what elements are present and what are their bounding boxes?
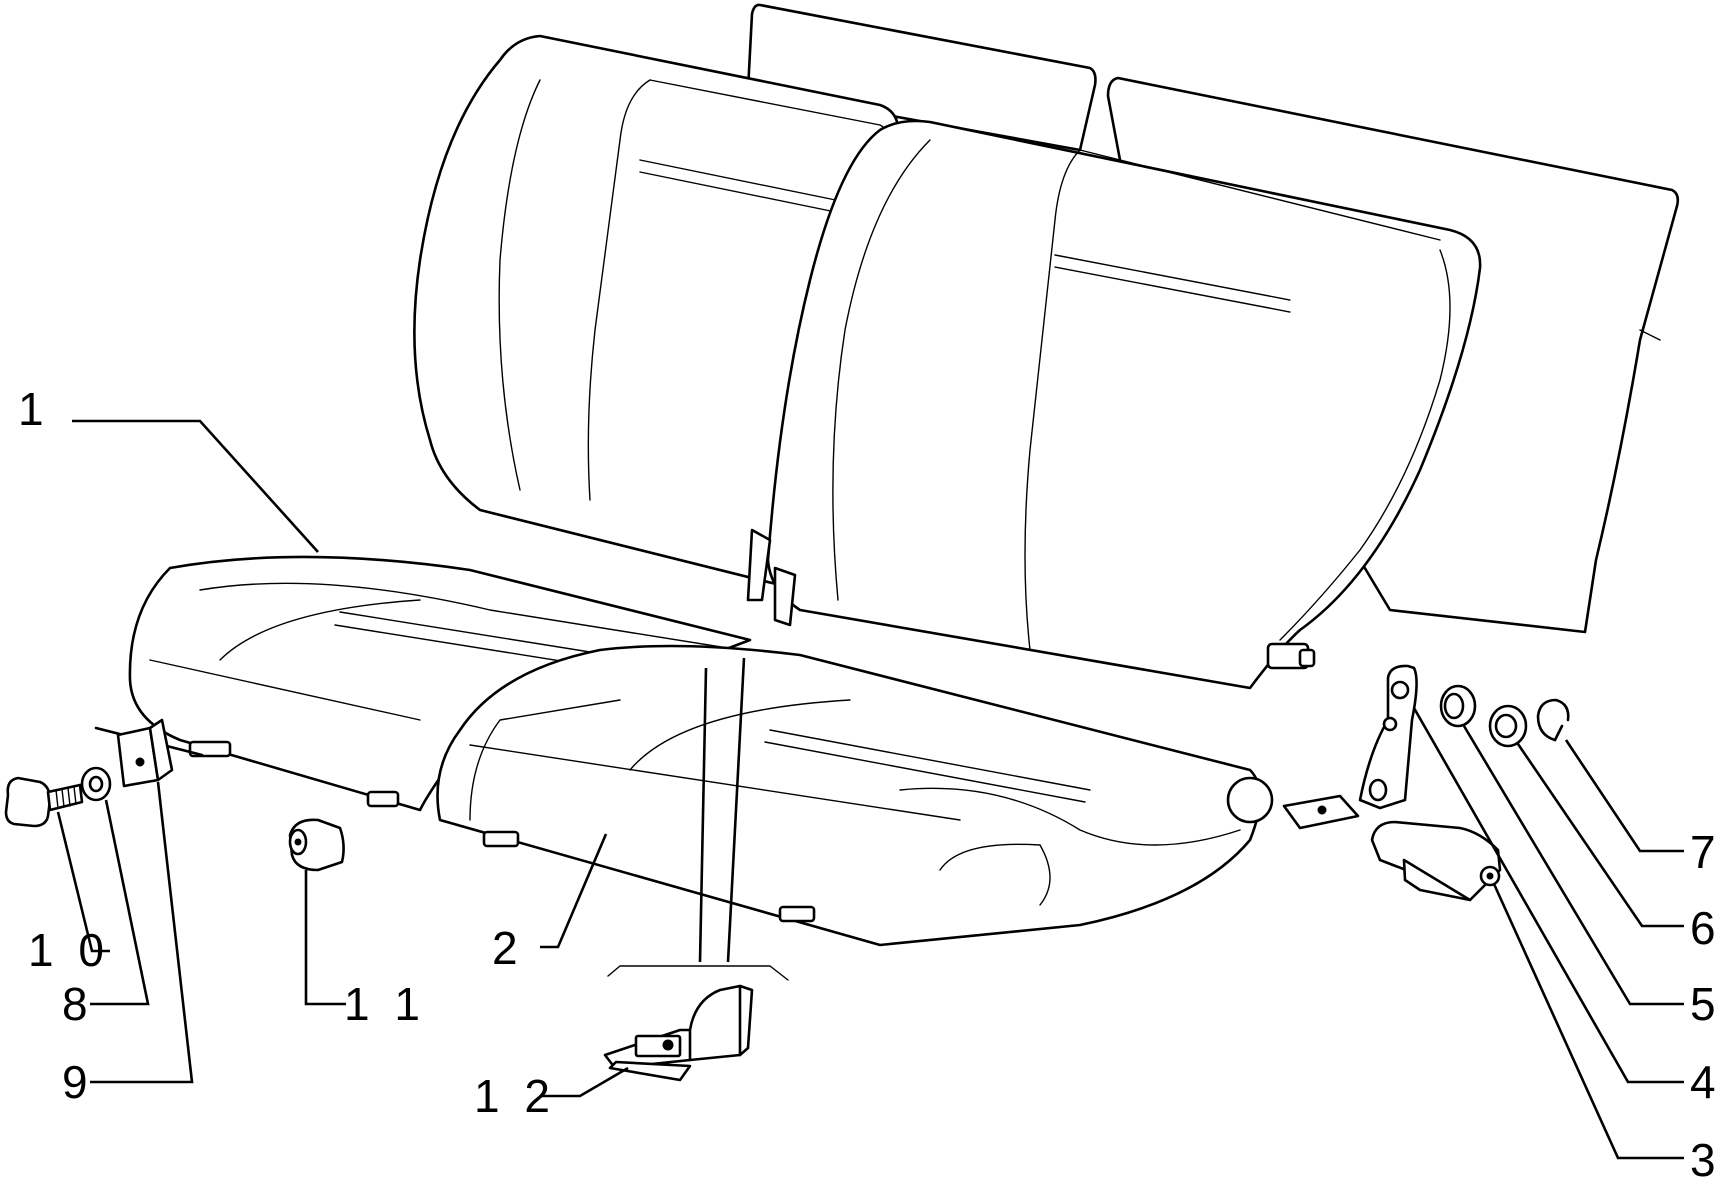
callout-9: 9 <box>62 1056 94 1108</box>
callout-4: 4 <box>1690 1056 1722 1108</box>
callout-5: 5 <box>1690 978 1722 1030</box>
bolt-part-10 <box>4 776 84 828</box>
leader-7 <box>1564 739 1684 853</box>
leader-5 <box>1462 725 1684 1006</box>
backrest-right-cushion <box>766 119 1482 690</box>
front-bracket-part-9 <box>94 718 204 788</box>
washer-part-6 <box>1488 704 1528 748</box>
leader-9 <box>90 781 194 1084</box>
callout-3: 3 <box>1690 1134 1722 1186</box>
bushing-part-11 <box>288 818 345 872</box>
end-cap-part-3 <box>1370 820 1502 902</box>
leader-11 <box>304 870 346 1006</box>
callout-8: 8 <box>62 978 94 1030</box>
leader-6 <box>1516 743 1684 928</box>
leader-12-vertical-b <box>726 657 746 963</box>
callout-12: 1 2 <box>474 1070 556 1122</box>
callout-labels: 1 2 3 4 5 6 7 8 9 1 0 1 1 1 2 <box>18 383 1722 1186</box>
callout-10: 1 0 <box>28 924 110 976</box>
callout-11: 1 1 <box>344 978 426 1030</box>
washer-part-8 <box>80 766 112 802</box>
leader-3 <box>1492 883 1684 1160</box>
anchor-clip-part-12 <box>603 965 789 1082</box>
leader-lines <box>56 419 1684 1160</box>
leader-8 <box>90 799 150 1006</box>
callout-6: 6 <box>1690 902 1722 954</box>
seat-cushion-right <box>436 644 1274 947</box>
leader-1 <box>72 419 319 553</box>
leader-10 <box>56 811 110 953</box>
callout-1: 1 <box>18 383 50 435</box>
backrest-left-cushion <box>413 34 900 592</box>
leader-2 <box>540 833 608 949</box>
bushing-part-5 <box>1439 684 1477 728</box>
callout-7: 7 <box>1690 826 1722 878</box>
circlip-part-7 <box>1536 698 1570 742</box>
center-hinge <box>746 528 797 627</box>
leader-12 <box>540 1066 629 1098</box>
hinge-bracket-part-4 <box>1282 664 1418 830</box>
leader-4 <box>1412 707 1684 1084</box>
leader-12-vertical-a <box>698 667 708 963</box>
callout-2: 2 <box>492 922 524 974</box>
